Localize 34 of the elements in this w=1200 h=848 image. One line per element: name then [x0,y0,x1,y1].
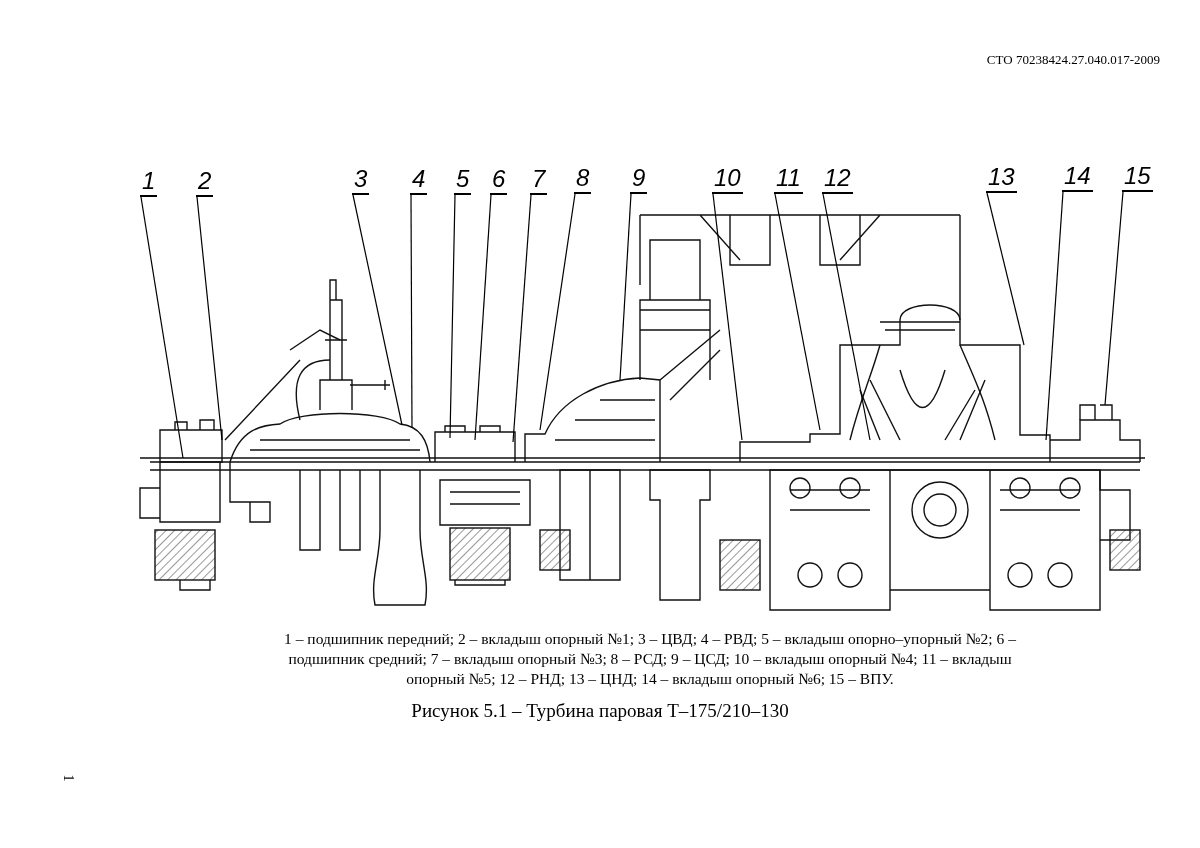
leader-line [410,194,413,429]
callout-number: 8 [574,165,592,194]
leader-line [774,193,821,431]
leader-line [352,194,403,426]
leader-line [822,193,871,441]
leader-line [449,194,456,439]
callout-number: 4 [410,166,428,195]
leader-line [196,196,223,441]
callout-number: 15 [1122,163,1153,192]
leader-line [1045,191,1064,441]
leader-line [512,194,532,443]
callout-number: 6 [490,166,508,195]
leader-line [986,192,1025,346]
callout-number: 12 [822,165,853,194]
leader-line [1104,191,1124,406]
callout-number: 3 [352,166,370,195]
page-number: 1 [59,774,76,782]
callout-number: 2 [196,168,214,197]
leader-line [712,193,743,441]
callout-number: 14 [1062,163,1093,192]
leader-line [140,196,184,459]
document-code: СТО 70238424.27.040.017-2009 [986,52,1160,68]
leader-line [474,194,492,441]
figure-key: 1 – подшипник передний; 2 – вкладыш опорный №1; 3 – ЦВД; 4 – РВД; 5 – вкладыш опорно–упорный №2; 6 – подшипник средний; 7 – вкладыш опорный №3; 8 – РСД; 9 – ЦСД; 10 – вкладыш опорный №4; 11 – вкладыш опорный №5; 12 – РНД; 13 – ЦНД; 14 – вкладыш опорный №6; 15 – ВПУ. [270,629,1030,689]
leader-line [619,193,632,381]
callout-number: 10 [712,165,743,194]
callout-number: 5 [454,166,472,195]
callout-number: 7 [530,166,548,195]
callout-number: 9 [630,165,648,194]
callout-number: 13 [986,164,1017,193]
callout-number: 1 [140,168,158,197]
callout-number: 11 [774,165,803,194]
figure-caption: Рисунок 5.1 – Турбина паровая Т–175/210–130 [410,700,790,722]
leader-line [539,193,576,431]
